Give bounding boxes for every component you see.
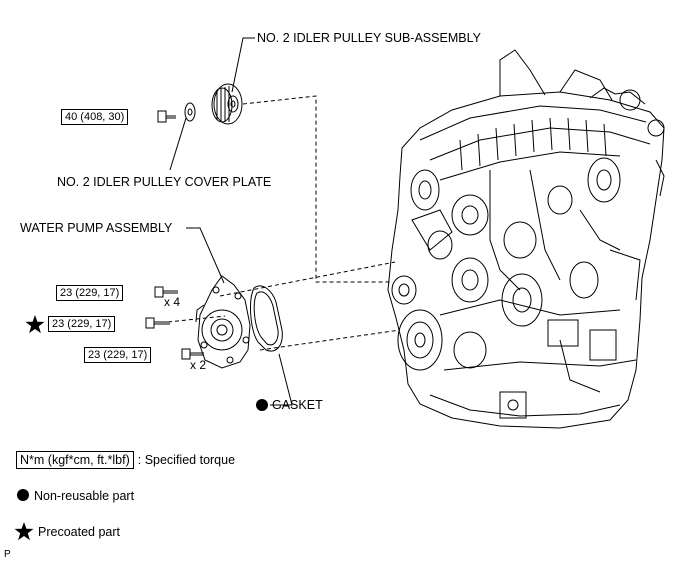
corner-mark: P bbox=[4, 549, 11, 560]
torque-box-pump-upper: 23 (229, 17) bbox=[56, 285, 124, 301]
idler-pulley bbox=[211, 83, 243, 125]
precoated-star-icon bbox=[25, 315, 45, 334]
multiplier-upper: x 4 bbox=[164, 295, 181, 309]
legend-non-reusable-icon bbox=[17, 489, 29, 501]
dashed-line-pump-upper bbox=[219, 261, 396, 297]
legend-precoated-star-icon bbox=[14, 522, 34, 541]
idler-bolt bbox=[157, 110, 176, 123]
gasket-label: GASKET bbox=[272, 398, 323, 412]
legend-torque: N*m (kgf*cm, ft.*lbf) : Specified torque bbox=[16, 451, 235, 469]
legend-torque-desc: : Specified torque bbox=[137, 453, 236, 467]
gasket-part bbox=[250, 285, 283, 352]
leader-line-cover-plate bbox=[169, 117, 187, 171]
dashed-line-pulley bbox=[242, 95, 392, 283]
water-pump bbox=[195, 275, 251, 369]
leader-line-idler-pulley bbox=[231, 37, 255, 93]
cover-plate bbox=[184, 102, 196, 122]
legend-precoated-label: Precoated part bbox=[38, 525, 120, 539]
multiplier-lower: x 2 bbox=[190, 358, 207, 372]
leader-line-gasket bbox=[270, 353, 293, 406]
gasket-non-reusable-marker bbox=[256, 399, 268, 411]
torque-box-pump-lower: 23 (229, 17) bbox=[84, 347, 152, 363]
pump-bolt-lower bbox=[181, 348, 204, 360]
water-pump-label: WATER PUMP ASSEMBLY bbox=[20, 221, 173, 235]
leader-line-water-pump bbox=[186, 227, 225, 284]
legend-torque-units: N*m (kgf*cm, ft.*lbf) bbox=[16, 451, 134, 469]
torque-box-pump-precoated: 23 (229, 17) bbox=[48, 316, 116, 332]
pump-bolt-precoated bbox=[145, 317, 170, 329]
legend-non-reusable-label: Non-reusable part bbox=[34, 489, 135, 503]
dashed-line-gasket bbox=[259, 329, 401, 351]
cover-plate-label: NO. 2 IDLER PULLEY COVER PLATE bbox=[57, 175, 272, 189]
torque-box-idler-bolt: 40 (408, 30) bbox=[61, 109, 129, 125]
engine-assembly bbox=[387, 49, 665, 429]
pump-bolt-upper bbox=[154, 286, 178, 298]
idler-pulley-label: NO. 2 IDLER PULLEY SUB-ASSEMBLY bbox=[257, 31, 481, 45]
